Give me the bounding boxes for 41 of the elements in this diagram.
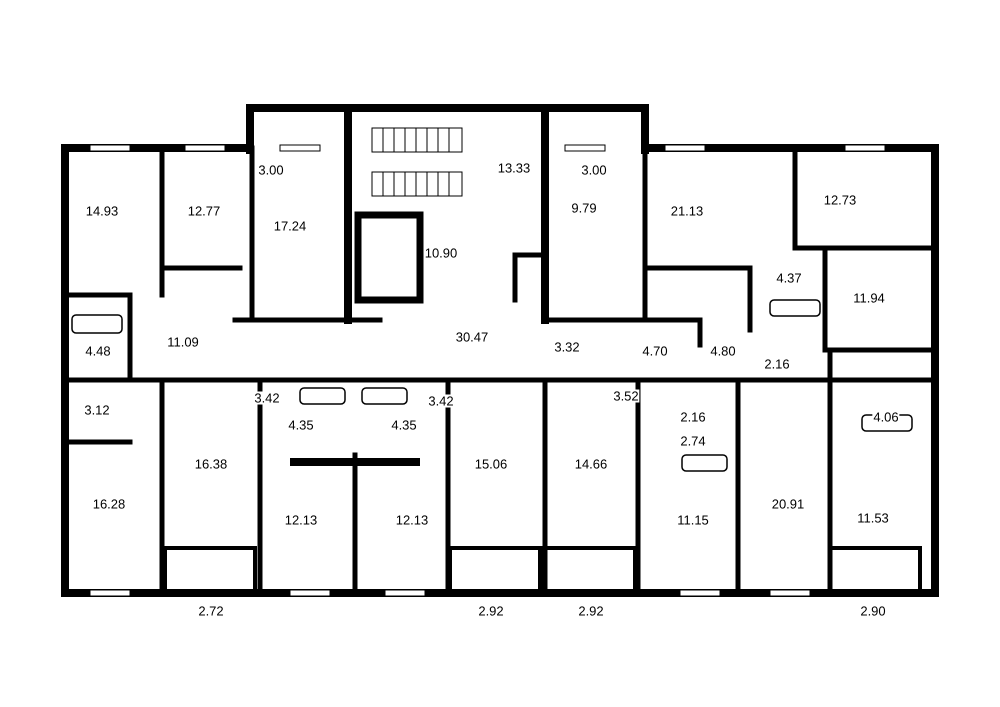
area-label: 3.00 — [580, 164, 608, 176]
area-label: 3.42 — [427, 394, 455, 408]
area-label: 2.92 — [477, 604, 505, 618]
area-label: 12.73 — [822, 194, 858, 206]
area-label: 4.37 — [775, 272, 803, 284]
area-label: 30.47 — [454, 330, 490, 344]
area-label: 4.35 — [287, 418, 315, 432]
area-label: 4.70 — [641, 344, 669, 358]
area-label: 13.33 — [496, 162, 532, 174]
area-label: 11.53 — [856, 512, 890, 524]
area-label: 4.80 — [709, 344, 737, 358]
area-label: 14.66 — [574, 458, 608, 470]
area-label: 16.28 — [92, 498, 126, 510]
area-label: 2.16 — [679, 410, 707, 424]
area-label: 16.38 — [194, 458, 228, 470]
area-label: 12.77 — [186, 204, 222, 218]
area-label: 2.74 — [679, 434, 707, 448]
area-label: 15.06 — [474, 458, 508, 470]
area-label: 11.09 — [166, 336, 200, 348]
area-label: 2.92 — [577, 604, 605, 618]
area-label: 3.00 — [257, 164, 285, 176]
area-label: 2.90 — [859, 604, 887, 618]
area-label: 12.13 — [394, 514, 430, 526]
area-label: 17.24 — [272, 220, 308, 232]
area-label: 3.52 — [612, 390, 640, 402]
area-label: 2.72 — [197, 604, 225, 618]
area-label: 3.32 — [553, 340, 581, 354]
area-label: 4.35 — [390, 418, 418, 432]
area-label: 20.91 — [770, 498, 806, 510]
area-label: 9.79 — [570, 202, 598, 214]
area-label: 4.48 — [84, 344, 112, 358]
area-label: 3.12 — [83, 404, 111, 416]
area-label: 21.13 — [670, 204, 704, 218]
area-label: 10.90 — [424, 246, 458, 260]
area-label: 11.15 — [676, 514, 710, 526]
area-label: 3.42 — [253, 392, 281, 404]
area-label: 4.06 — [872, 410, 900, 424]
area-label: 12.13 — [284, 514, 318, 526]
area-label: 2.16 — [763, 358, 791, 370]
area-label: 14.93 — [84, 204, 120, 218]
area-label: 11.94 — [852, 292, 886, 304]
